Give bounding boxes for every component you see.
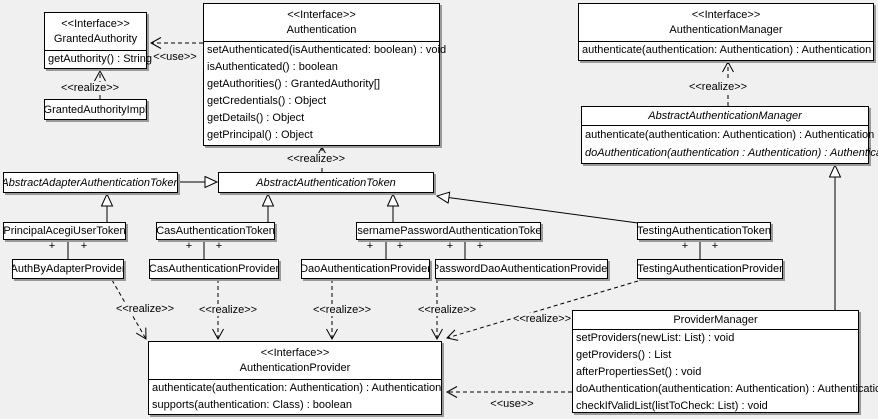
method: authenticate(authentication: Authenticat… bbox=[585, 129, 875, 141]
stereotype-label: <<Interface>> bbox=[260, 347, 330, 359]
plus-mark: + bbox=[396, 240, 404, 252]
method: getPrincipal() : Object bbox=[207, 129, 313, 141]
use-label: <<use>> bbox=[489, 398, 535, 410]
class-dao-authentication-provider: DaoAuthenticationProvider bbox=[301, 259, 430, 279]
class-abstract-authentication-manager: AbstractAuthenticationManager authentica… bbox=[581, 106, 878, 164]
method: doAuthentication(authentication : Authen… bbox=[585, 147, 878, 159]
class-name: AuthenticationManager bbox=[669, 24, 783, 36]
class-username-password-authentication-token: UsernamePasswordAuthenticationToken bbox=[356, 222, 541, 240]
method: setProviders(newList: List) : void bbox=[576, 332, 735, 344]
method: getAuthorities() : GrantedAuthority[] bbox=[207, 78, 381, 90]
plus-mark: + bbox=[185, 240, 193, 252]
class-password-dao-authentication-provider: PasswordDaoAuthenticationProvider bbox=[435, 259, 608, 279]
plus-mark: + bbox=[48, 240, 56, 252]
class-name: DaoAuthenticationProvider bbox=[302, 263, 429, 275]
class-principal-acegi-user-token: PrincipalAcegiUserToken bbox=[3, 222, 126, 240]
realize-label: <<realize>> bbox=[687, 81, 749, 93]
method: checkIfValidList(listToCheck: List) : vo… bbox=[576, 400, 768, 412]
realize-label: <<realize>> bbox=[416, 304, 478, 316]
class-name: AbstractAdapterAuthenticationToken bbox=[4, 176, 177, 189]
realize-label: <<realize>> bbox=[197, 304, 259, 316]
class-testing-authentication-provider: TestingAuthenticationProvider bbox=[637, 259, 783, 279]
class-cas-authentication-token: CasAuthenticationToken bbox=[156, 222, 275, 240]
realize-label: <<realize>> bbox=[311, 304, 373, 316]
plus-mark: + bbox=[681, 240, 689, 252]
realize-testing-provider bbox=[446, 280, 639, 341]
class-granted-authority-impl: GrantedAuthorityImpl bbox=[44, 99, 147, 120]
plus-mark: + bbox=[711, 240, 719, 252]
method: getAuthority() : String bbox=[48, 53, 152, 65]
method: supports(authentication: Class) : boolea… bbox=[152, 399, 352, 411]
class-name: AuthenticationProvider bbox=[239, 362, 351, 374]
generalization-testing-to-abstract-token bbox=[437, 196, 639, 224]
class-granted-authority: <<Interface>> GrantedAuthority getAuthor… bbox=[44, 12, 152, 69]
realize-label: <<realize>> bbox=[511, 313, 573, 325]
plus-mark: + bbox=[215, 240, 223, 252]
class-authentication-manager: <<Interface>> AuthenticationManager auth… bbox=[578, 3, 874, 61]
realize-label: <<realize>> bbox=[285, 153, 347, 165]
class-authentication-provider: <<Interface>> AuthenticationProvider aut… bbox=[148, 341, 442, 415]
class-provider-manager: ProviderManager setProviders(newList: Li… bbox=[572, 310, 878, 413]
stereotype-label: <<Interface>> bbox=[61, 18, 130, 30]
method: authenticate(authentication: Authenticat… bbox=[582, 44, 872, 56]
class-name: AbstractAuthenticationManager bbox=[582, 107, 868, 126]
class-name: PrincipalAcegiUserToken bbox=[4, 225, 125, 237]
class-name: GrantedAuthority bbox=[53, 33, 138, 45]
class-name: AbstractAuthenticationToken bbox=[256, 176, 396, 189]
realize-auth-by-adapter-provider bbox=[111, 279, 147, 340]
plus-mark: + bbox=[80, 240, 88, 252]
plus-mark: + bbox=[446, 240, 454, 252]
class-authentication: <<Interface>> Authentication setAuthenti… bbox=[203, 3, 447, 146]
class-abstract-authentication-token: AbstractAuthenticationToken bbox=[218, 172, 434, 193]
method: getCredentials() : Object bbox=[207, 95, 327, 107]
plus-mark: + bbox=[476, 240, 484, 252]
method: getDetails() : Object bbox=[207, 112, 305, 124]
stereotype-label: <<Interface>> bbox=[691, 9, 761, 21]
class-auth-by-adapter-provider: AuthByAdapterProvider bbox=[12, 259, 124, 279]
method: doAuthentication(authentication: Authent… bbox=[576, 383, 878, 395]
class-name: ProviderManager bbox=[573, 311, 858, 330]
class-cas-authentication-provider: CasAuthenticationProvider bbox=[149, 259, 279, 279]
class-name: UsernamePasswordAuthenticationToken bbox=[357, 225, 540, 237]
class-name: TestingAuthenticationToken bbox=[638, 225, 770, 237]
method: isAuthenticated() : boolean bbox=[207, 61, 338, 73]
class-name: CasAuthenticationProvider bbox=[150, 263, 278, 275]
method: getProviders() : List bbox=[576, 349, 672, 361]
method: setAuthenticated(isAuthenticated: boolea… bbox=[207, 44, 447, 56]
class-name: CasAuthenticationToken bbox=[157, 225, 274, 237]
use-label: <<use>> bbox=[152, 51, 198, 63]
class-name: GrantedAuthorityImpl bbox=[45, 103, 146, 116]
class-name: AuthByAdapterProvider bbox=[13, 263, 123, 275]
class-name: Authentication bbox=[286, 24, 357, 36]
class-testing-authentication-token: TestingAuthenticationToken bbox=[637, 222, 771, 240]
class-name: PasswordDaoAuthenticationProvider bbox=[436, 263, 607, 275]
plus-mark: + bbox=[366, 240, 374, 252]
realize-label: <<realize>> bbox=[114, 303, 176, 315]
realize-label: <<realize>> bbox=[59, 82, 121, 94]
stereotype-label: <<Interface>> bbox=[287, 9, 356, 21]
method: authenticate(authentication: Authenticat… bbox=[152, 382, 442, 394]
class-abstract-adapter-authentication-token: AbstractAdapterAuthenticationToken bbox=[3, 172, 178, 193]
method: afterPropertiesSet() : void bbox=[576, 366, 702, 378]
class-name: TestingAuthenticationProvider bbox=[638, 263, 782, 275]
